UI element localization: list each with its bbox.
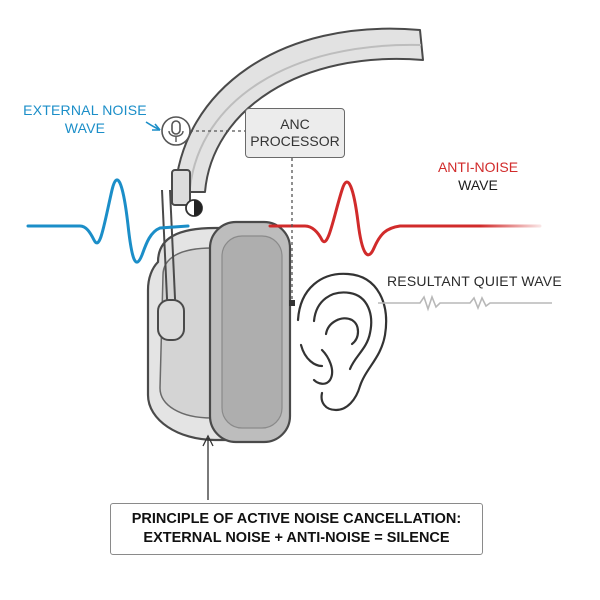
microphone-icon bbox=[161, 116, 191, 146]
external-noise-label-line2: WAVE bbox=[64, 120, 106, 136]
headband-slider bbox=[171, 169, 191, 206]
external-noise-label-line1: EXTERNAL NOISE bbox=[23, 102, 147, 118]
external-noise-wave bbox=[26, 178, 190, 264]
external-noise-label: EXTERNAL NOISE WAVE bbox=[10, 101, 160, 137]
mic-boom-end bbox=[157, 299, 185, 341]
headband bbox=[174, 27, 424, 193]
resultant-quiet-wave-label: RESULTANT QUIET WAVE bbox=[387, 273, 562, 289]
anti-noise-label: ANTI-NOISE WAVE bbox=[433, 158, 523, 194]
resultant-quiet-wave bbox=[378, 294, 552, 312]
anc-processor-box: ANC PROCESSOR bbox=[245, 108, 345, 158]
anti-noise-wave bbox=[268, 180, 542, 257]
anc-processor-line1: ANC bbox=[280, 116, 310, 132]
speaker-point bbox=[289, 300, 295, 306]
caption-line1: PRINCIPLE OF ACTIVE NOISE CANCELLATION: bbox=[131, 511, 462, 527]
anti-noise-label-line1: ANTI-NOISE bbox=[437, 159, 519, 175]
anc-processor-line2: PROCESSOR bbox=[250, 133, 340, 149]
principle-caption: PRINCIPLE OF ACTIVE NOISE CANCELLATION: … bbox=[110, 503, 483, 555]
speaker-driver-icon bbox=[185, 199, 203, 217]
anti-noise-label-line2: WAVE bbox=[458, 177, 498, 193]
ear-cushion-inner bbox=[221, 235, 283, 429]
caption-line2: EXTERNAL NOISE + ANTI-NOISE = SILENCE bbox=[143, 530, 450, 546]
ear bbox=[296, 272, 388, 412]
